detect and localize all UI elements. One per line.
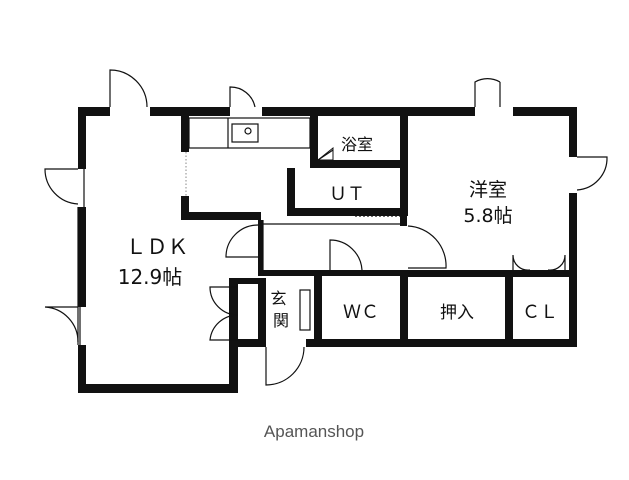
watermark: Apamanshop: [264, 422, 364, 441]
room-entrance-line1: 玄: [270, 289, 286, 308]
room-closet: ＣＬ: [522, 302, 558, 323]
room-ldk-size: 12.9帖: [118, 265, 183, 289]
room-bath: 浴室: [341, 135, 373, 154]
walls: [78, 107, 577, 393]
door-swings: [44, 69, 608, 386]
room-storage: 押入: [440, 303, 474, 323]
room-toilet: ＷＣ: [343, 302, 379, 323]
room-western-name: 洋室: [469, 179, 507, 201]
room-western-size: 5.8帖: [463, 205, 512, 227]
room-entrance: 玄 関: [270, 289, 291, 330]
room-utility: ＵＴ: [329, 184, 365, 205]
room-ldk-name: ＬＤＫ: [126, 235, 189, 259]
room-labels: ＬＤＫ 12.9帖 洋室 5.8帖 浴室 ＵＴ ＷＣ 押入 ＣＬ 玄 関: [118, 135, 558, 330]
room-entrance-line2: 関: [273, 311, 289, 330]
fixtures: [77, 117, 569, 345]
